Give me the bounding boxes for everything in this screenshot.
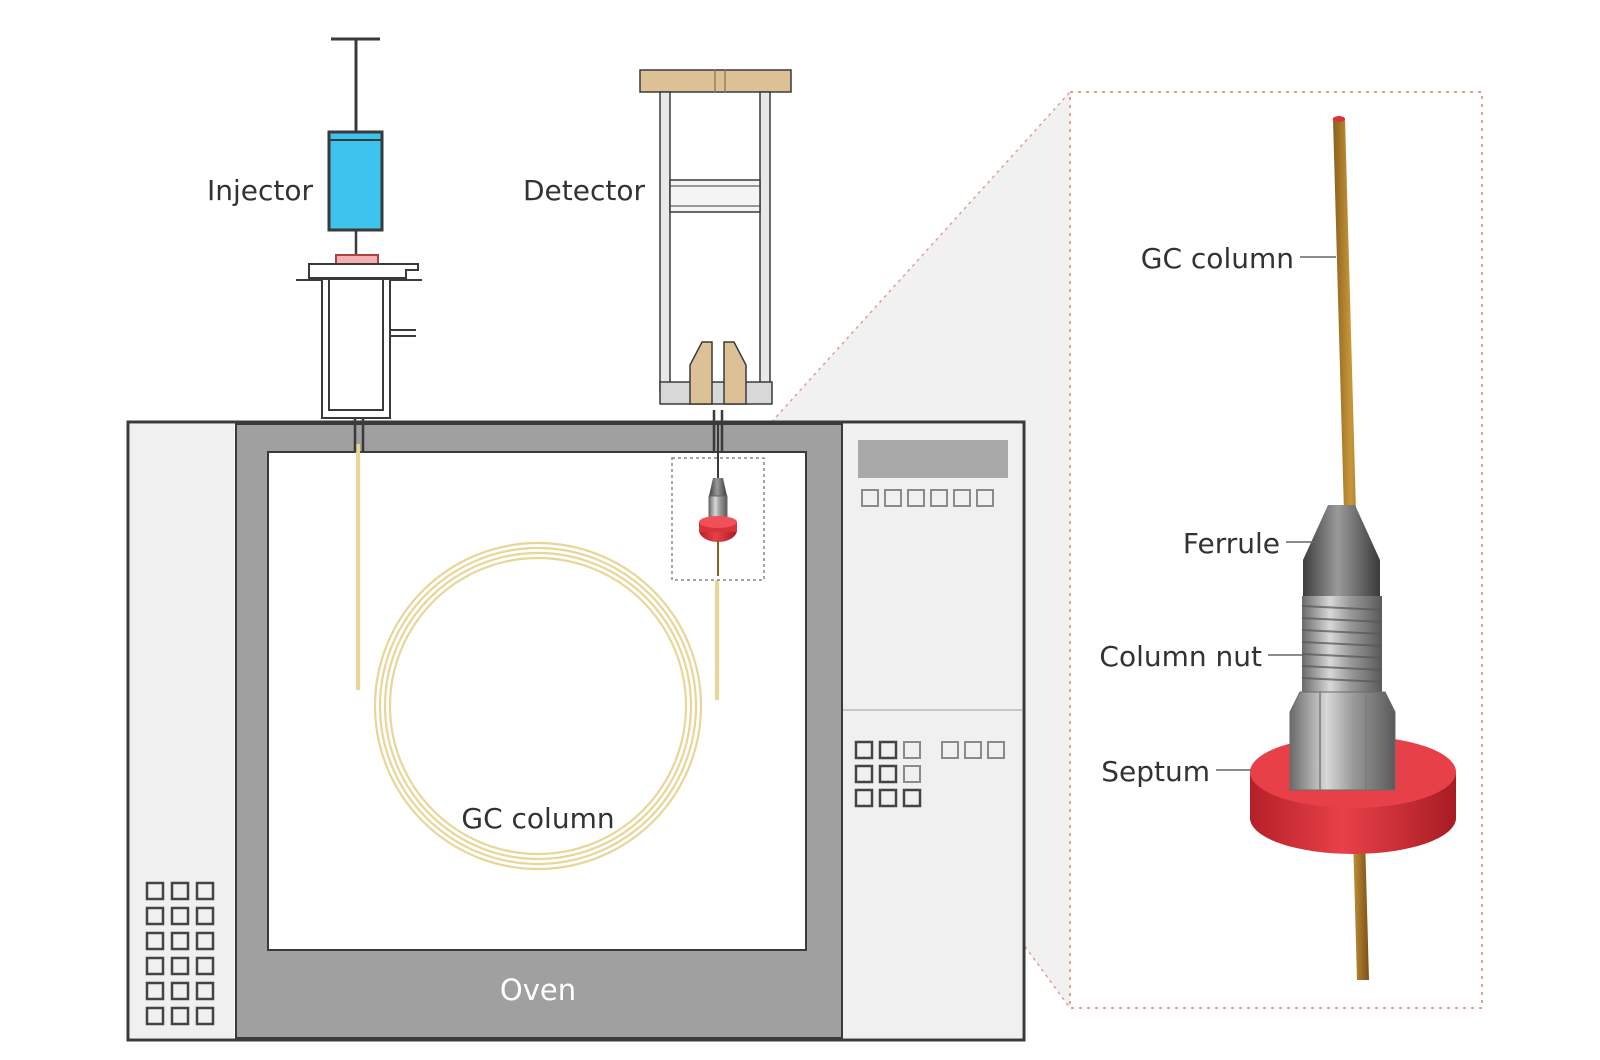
control-keypad bbox=[854, 740, 922, 808]
injector-port bbox=[296, 254, 422, 419]
column-nut-label: Column nut bbox=[1099, 640, 1262, 673]
detector-port-tube bbox=[712, 410, 724, 452]
oven bbox=[235, 423, 843, 1039]
oven-label: Oven bbox=[500, 973, 576, 1007]
leader-lines bbox=[1216, 256, 1336, 771]
control-keypad-light bbox=[903, 741, 1005, 783]
control-buttons-top bbox=[861, 489, 994, 507]
zoom-detail-panel bbox=[1069, 91, 1483, 1009]
zoom-highlight-box bbox=[671, 457, 765, 581]
septum-label: Septum bbox=[1101, 755, 1210, 788]
injector-label: Injector bbox=[207, 174, 314, 207]
detector-label: Detector bbox=[523, 174, 645, 207]
left-keypad bbox=[145, 881, 215, 1026]
small-column-fitting bbox=[699, 424, 737, 576]
gc-column-oven-label: GC column bbox=[461, 802, 614, 835]
control-display bbox=[858, 440, 1008, 478]
detector-icon bbox=[639, 69, 792, 405]
detail-fitting bbox=[1250, 505, 1456, 854]
ferrule-label: Ferrule bbox=[1183, 527, 1280, 560]
gc-column-coil bbox=[355, 444, 720, 871]
detail-gc-column-label: GC column bbox=[1141, 242, 1294, 275]
